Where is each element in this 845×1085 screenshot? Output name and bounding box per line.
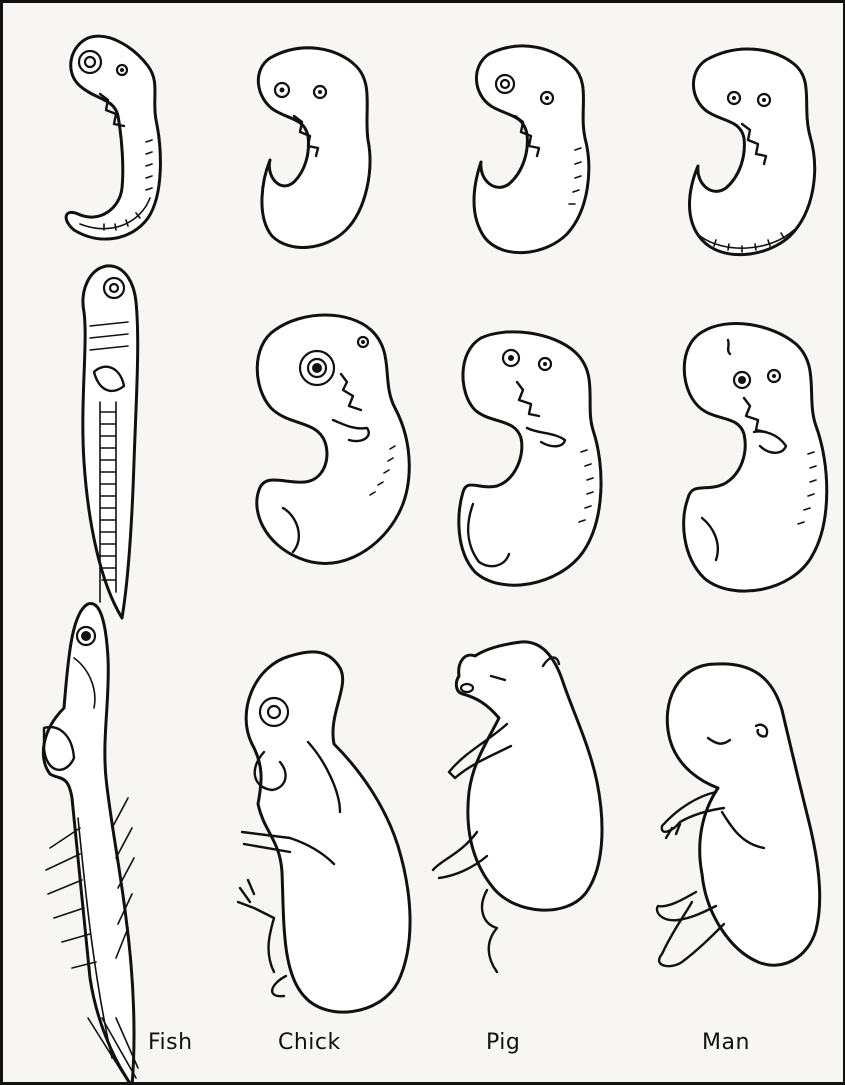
pig-embryo-stage-2 (459, 332, 601, 585)
pig-late-stage (433, 642, 602, 972)
pig-embryo-stage-1 (474, 46, 589, 253)
man-embryo-stage-1 (690, 49, 815, 255)
label-man: Man (702, 1030, 750, 1055)
man-embryo-stage-2 (684, 323, 827, 591)
fish-late-stage (43, 604, 138, 1085)
chick-late-stage (238, 652, 410, 1012)
label-pig: Pig (486, 1030, 520, 1055)
fish-embryo-stage-2 (83, 266, 138, 618)
fish-embryo-stage-1 (66, 36, 160, 239)
man-late-stage (657, 664, 820, 966)
label-chick: Chick (278, 1030, 341, 1055)
chick-embryo-stage-2 (257, 315, 409, 563)
label-fish: Fish (148, 1030, 193, 1055)
chick-embryo-stage-1 (258, 48, 370, 248)
